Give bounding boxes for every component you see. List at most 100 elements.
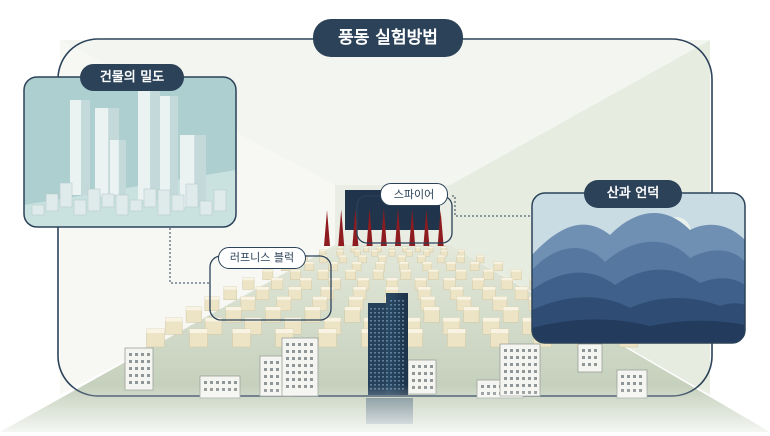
building-window <box>504 349 507 352</box>
tower-window <box>390 368 392 370</box>
roughness-block-top <box>338 247 343 248</box>
building-window <box>129 381 132 384</box>
building-window <box>135 381 138 384</box>
building-window <box>510 356 513 359</box>
city-low-building <box>32 205 44 215</box>
tower-window <box>390 376 392 378</box>
roughness-label: 러프니스 블럭 <box>218 247 306 269</box>
tower-window <box>402 320 404 322</box>
building-window <box>534 377 537 380</box>
tower-window <box>370 308 372 310</box>
tower-window <box>402 328 404 330</box>
building-window <box>310 357 313 360</box>
tower-window <box>402 360 404 362</box>
building-window <box>633 382 636 385</box>
tower-window <box>386 380 388 382</box>
building-window <box>276 375 279 378</box>
building-window <box>310 378 313 381</box>
tower-window <box>386 336 388 338</box>
tower-window <box>398 320 400 322</box>
roughness-block-top <box>406 250 412 251</box>
city-low-building <box>186 184 198 207</box>
tower-window <box>374 328 376 330</box>
tower-window <box>378 364 380 366</box>
roughness-block-top <box>359 255 367 257</box>
tower-window <box>398 348 400 350</box>
tower-window <box>386 364 388 366</box>
tower-window <box>370 360 372 362</box>
roughness-block-top <box>386 278 398 281</box>
building-window <box>418 365 421 368</box>
tower-window <box>390 324 392 326</box>
city-low-building <box>200 201 212 215</box>
roughness-block-top <box>428 269 438 271</box>
tower-window <box>402 308 404 310</box>
tower-window <box>370 316 372 318</box>
roughness-block-top <box>437 255 445 257</box>
building-window <box>264 368 267 371</box>
building-window <box>310 371 313 374</box>
city-low-building <box>46 194 58 211</box>
tower-window <box>402 300 404 302</box>
building-window <box>412 365 415 368</box>
building-window <box>298 364 301 367</box>
roughness-block-top <box>441 250 447 251</box>
roughness-block-top <box>401 269 411 271</box>
building-window <box>228 381 231 384</box>
roughness-block-top <box>319 329 337 333</box>
tower-window <box>378 340 380 342</box>
building-window <box>304 350 307 353</box>
roughness-block-top <box>415 247 420 248</box>
building-window <box>135 367 138 370</box>
tower-window <box>374 332 376 334</box>
tower-window <box>370 356 372 358</box>
building-window <box>135 353 138 356</box>
building-window <box>304 371 307 374</box>
tower-window <box>402 344 404 346</box>
building-window <box>264 361 267 364</box>
building-window <box>286 371 289 374</box>
tower-window <box>394 336 396 338</box>
tower-window <box>394 356 396 358</box>
tower-window <box>386 352 388 354</box>
roughness-block-top <box>448 329 466 333</box>
roughness-block-top <box>166 318 183 322</box>
roughness-block-top <box>265 307 280 310</box>
tower-window <box>402 356 404 358</box>
building-window <box>639 375 642 378</box>
roughness-block-top <box>456 269 466 271</box>
building-window <box>594 356 597 359</box>
building-window <box>510 370 513 373</box>
roughness-block-top <box>276 329 294 333</box>
city-tower-shade <box>150 90 160 200</box>
tower-window <box>378 344 380 346</box>
roughness-block-top <box>458 250 464 251</box>
tower-window <box>386 312 388 314</box>
tower-window <box>394 360 396 362</box>
building-window <box>304 364 307 367</box>
tower-window <box>386 344 388 346</box>
roughness-block-top <box>450 287 463 290</box>
tower-window <box>374 376 376 378</box>
building-window <box>627 375 630 378</box>
city-tower-shade <box>81 100 90 195</box>
city-low-building <box>116 195 128 215</box>
roughness-block-top <box>493 297 507 300</box>
building-window <box>412 372 415 375</box>
tower-window <box>374 316 376 318</box>
building-window <box>292 364 295 367</box>
tower-window <box>394 364 396 366</box>
roughness-block-top <box>305 307 320 310</box>
roughness-block-top <box>358 278 370 281</box>
tower-window <box>394 324 396 326</box>
tower-window <box>402 376 404 378</box>
roughness-block-top <box>353 287 366 290</box>
roughness-block-top <box>352 262 361 264</box>
building-window <box>298 371 301 374</box>
building-window <box>424 365 427 368</box>
roughness-block-top <box>441 247 446 248</box>
tower-window <box>378 324 380 326</box>
tower-window <box>382 360 384 362</box>
tower-window <box>394 308 396 310</box>
